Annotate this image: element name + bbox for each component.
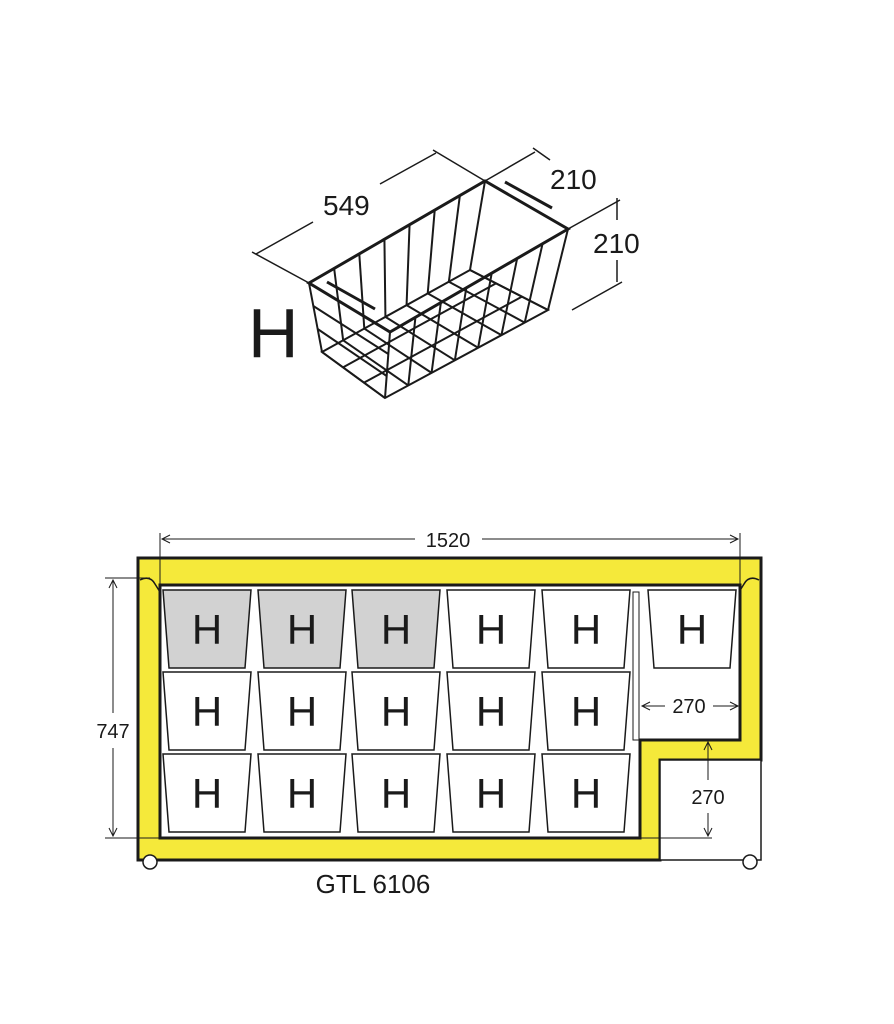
basket-dimensions	[251, 147, 623, 311]
basket-slot: H	[257, 671, 347, 751]
basket-wire	[384, 316, 456, 362]
basket-outline	[257, 589, 347, 669]
basket-label: H	[381, 606, 411, 653]
basket-wires	[308, 180, 569, 399]
basket-outline	[257, 671, 347, 751]
basket-handle	[326, 280, 376, 311]
basket-label: H	[476, 606, 506, 653]
basket-outline	[351, 671, 441, 751]
basket-slot: H	[541, 671, 631, 751]
basket-wire	[430, 302, 442, 373]
basket-wire	[547, 228, 569, 311]
basket-slot: H	[446, 753, 536, 833]
basket-outline	[162, 671, 252, 751]
basket-label: H	[571, 606, 601, 653]
step-width-label: 270	[672, 696, 705, 718]
basket-outline	[541, 589, 631, 669]
basket-slot: H	[541, 589, 631, 669]
basket-label: H	[677, 606, 707, 653]
basket-label: H	[571, 770, 601, 817]
basket-outline	[541, 753, 631, 833]
basket-label: H	[192, 770, 222, 817]
basket-width-label: 210	[550, 164, 597, 195]
basket-slot: H	[446, 671, 536, 751]
basket-outline	[446, 671, 536, 751]
divider	[632, 591, 640, 741]
basket-label: H	[287, 606, 317, 653]
basket-slot: H	[541, 753, 631, 833]
basket-label: H	[381, 770, 411, 817]
foot	[742, 854, 758, 870]
compressor-step	[659, 759, 762, 861]
lid-hinge	[738, 577, 760, 593]
basket-wire	[342, 339, 409, 387]
basket-wire	[477, 272, 493, 348]
basket-label: H	[381, 688, 411, 735]
foot	[142, 854, 158, 870]
basket-handle	[504, 180, 553, 210]
basket-slot: H	[162, 671, 252, 751]
basket-slot: H	[647, 589, 737, 669]
basket-wire	[321, 351, 386, 399]
basket-length-label: 549	[323, 190, 370, 221]
basket-wire	[363, 295, 523, 384]
basket-label: H	[476, 688, 506, 735]
basket-slot: H	[257, 589, 347, 669]
basket-label: H	[571, 688, 601, 735]
basket-outline	[541, 671, 631, 751]
basket-slot: H	[162, 753, 252, 833]
basket-label: H	[192, 688, 222, 735]
freezer-width-label: 1520	[426, 530, 471, 552]
basket-slot: H	[162, 589, 252, 669]
basket-outline	[162, 589, 252, 669]
basket-wire	[469, 180, 486, 271]
freezer-dimensions	[105, 533, 741, 839]
basket-label: H	[287, 770, 317, 817]
basket-wire	[447, 195, 461, 282]
basket-slot: H	[351, 589, 441, 669]
basket-slot: H	[351, 671, 441, 751]
basket-label: H	[476, 770, 506, 817]
basket-height-label: 210	[593, 228, 640, 259]
basket-wire	[383, 239, 387, 317]
basket-slot: H	[257, 753, 347, 833]
basket-outline	[351, 753, 441, 833]
basket-wire	[500, 258, 519, 336]
basket-outline	[351, 589, 441, 669]
basket-wire	[469, 269, 549, 311]
lid-hinge	[139, 577, 161, 593]
basket-wire	[427, 292, 502, 337]
basket-outline	[257, 753, 347, 833]
basket-wire	[342, 282, 497, 369]
basket-wire	[523, 243, 544, 323]
basket-wire	[317, 328, 388, 377]
basket-outline	[162, 753, 252, 833]
basket-slot: H	[446, 589, 536, 669]
basket-wire	[453, 287, 468, 361]
basket-wire	[426, 210, 436, 294]
basket-wire	[448, 280, 526, 324]
basket-outline	[446, 753, 536, 833]
wire-basket	[306, 179, 571, 400]
basket-outline	[647, 589, 737, 669]
basket-label: H	[192, 606, 222, 653]
step-height-label: 270	[691, 787, 724, 809]
freezer-height-label: 747	[96, 721, 129, 743]
model-label: GTL 6106	[316, 869, 431, 899]
basket-wire	[363, 327, 433, 374]
basket-wire	[406, 304, 479, 349]
basket-wire	[405, 224, 411, 306]
basket-outline	[446, 589, 536, 669]
basket-label: H	[287, 688, 317, 735]
basket-type-label: H	[248, 294, 299, 372]
basket-slot: H	[351, 753, 441, 833]
basket-wire	[308, 282, 323, 353]
basket-wire	[358, 253, 366, 329]
basket-wire	[312, 305, 389, 355]
basket-wire	[333, 268, 345, 341]
